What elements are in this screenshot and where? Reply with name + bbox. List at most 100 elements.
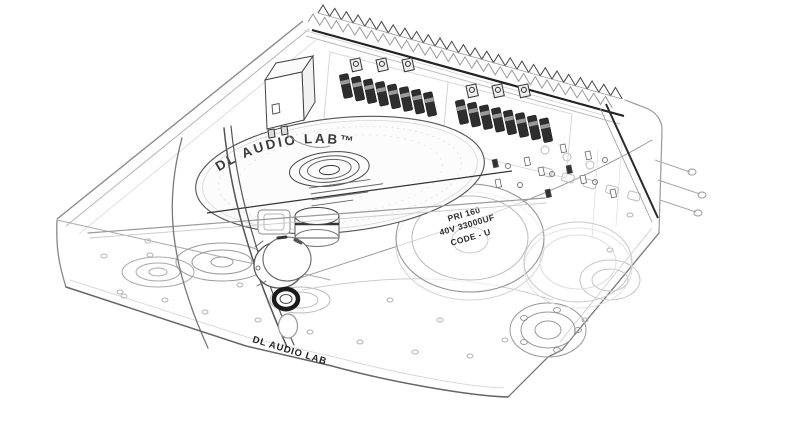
clamp-screw xyxy=(494,86,501,93)
heatsink-fins-back xyxy=(307,13,613,109)
capacitor-stripe xyxy=(364,84,374,91)
capacitor-stripe xyxy=(388,89,398,96)
protruding-jacks xyxy=(654,159,707,217)
front-ring xyxy=(271,286,301,312)
capacitor-stripe xyxy=(516,118,526,124)
capacitor xyxy=(387,83,401,110)
screw-dot xyxy=(116,289,124,295)
clamp-screw xyxy=(468,86,475,93)
clamp-screw xyxy=(352,60,359,67)
front-button xyxy=(277,313,299,339)
foot-right xyxy=(509,302,587,358)
pcb-component xyxy=(549,171,555,177)
screw-dot xyxy=(501,337,509,343)
heatsink-end-edge xyxy=(605,103,659,219)
capacitor-stripe xyxy=(352,81,362,88)
screw-dot xyxy=(236,282,244,288)
screw-dot xyxy=(146,252,154,258)
pcb-component xyxy=(517,182,523,188)
front-brand-text: DL AUDIO LAB xyxy=(251,334,328,367)
pcb-component xyxy=(609,188,617,199)
capacitor-stripe xyxy=(492,112,502,119)
capacitor-banks xyxy=(339,57,553,143)
capacitor xyxy=(467,101,481,128)
pcb-component xyxy=(584,150,592,161)
screw-dot xyxy=(201,309,209,315)
transformer-ghost-neighbor xyxy=(523,221,633,309)
pcb-component xyxy=(602,157,608,163)
capacitor xyxy=(491,107,505,133)
capacitor-stripe xyxy=(540,123,550,130)
bottom-right-edge xyxy=(507,232,660,398)
rear-connectors xyxy=(539,145,707,217)
transistor-clamp xyxy=(465,83,479,99)
capacitor xyxy=(503,109,517,136)
clamp-screw xyxy=(404,60,411,67)
capacitor xyxy=(363,78,377,104)
transistor-clamp xyxy=(375,57,389,73)
platter-left xyxy=(121,256,195,288)
front-wave-band xyxy=(223,127,288,348)
clamp-screw xyxy=(520,86,527,93)
relay-box xyxy=(263,54,331,148)
screw-dot xyxy=(581,317,589,323)
capacitor-stripe xyxy=(468,107,478,114)
right-face-inner-edge xyxy=(559,227,653,343)
screw-dot xyxy=(411,349,419,355)
capacitor xyxy=(539,117,553,143)
screw-dot xyxy=(254,317,262,323)
bottom-front-edge xyxy=(65,286,509,398)
wire xyxy=(285,133,331,148)
chassis-rails xyxy=(56,20,607,235)
screw-dot xyxy=(356,339,364,345)
screw-dot xyxy=(436,317,444,323)
capacitor-stripe xyxy=(376,86,386,93)
capacitor-stripe xyxy=(412,94,422,101)
heatsink-dark-rail xyxy=(311,28,625,118)
pcb-component xyxy=(494,178,502,189)
disc-diagonal-line xyxy=(206,170,513,214)
transistor-clamp xyxy=(517,83,531,99)
bottom-plate-parts xyxy=(116,212,641,359)
capacitor xyxy=(375,81,389,107)
pcb-component xyxy=(565,164,573,175)
disc-hub xyxy=(289,151,370,187)
platter-center xyxy=(175,242,269,282)
pcb-component xyxy=(523,156,531,167)
pcb-component xyxy=(537,166,545,177)
capacitor xyxy=(455,99,469,125)
capacitor xyxy=(399,86,413,112)
inner-bottom-lip xyxy=(69,279,505,389)
capacitor-stripe xyxy=(340,79,350,85)
chassis-silhouette xyxy=(56,99,663,398)
pcb-component xyxy=(505,163,511,169)
screw-dot xyxy=(306,329,314,335)
capacitor xyxy=(479,104,493,130)
relay-pin xyxy=(267,128,276,139)
front-wave-left xyxy=(171,137,209,349)
capacitor-stripe xyxy=(528,120,538,127)
pcb-component xyxy=(579,174,587,185)
left-edge xyxy=(56,219,67,288)
screw-dots xyxy=(116,212,634,359)
capacitor xyxy=(423,91,437,117)
disc-fine-print xyxy=(308,178,384,207)
capacitor xyxy=(515,112,529,138)
screw-dot xyxy=(161,297,169,303)
capacitor xyxy=(339,73,353,99)
capacitor-stripe xyxy=(456,105,466,111)
transistor-clamp xyxy=(491,83,505,99)
capacitor-stripe xyxy=(400,92,410,98)
pcb-component xyxy=(559,143,567,154)
pcb-component xyxy=(592,179,598,185)
screw-dot xyxy=(386,297,394,303)
capacitor xyxy=(527,114,541,141)
relay-pin xyxy=(280,125,289,136)
transistor-clamp xyxy=(349,57,363,73)
pcb-component xyxy=(491,158,499,169)
pcb-component xyxy=(544,188,552,199)
right-face-hint xyxy=(615,137,623,227)
clamp-screw xyxy=(378,60,385,67)
transistor-clamp xyxy=(401,57,415,73)
